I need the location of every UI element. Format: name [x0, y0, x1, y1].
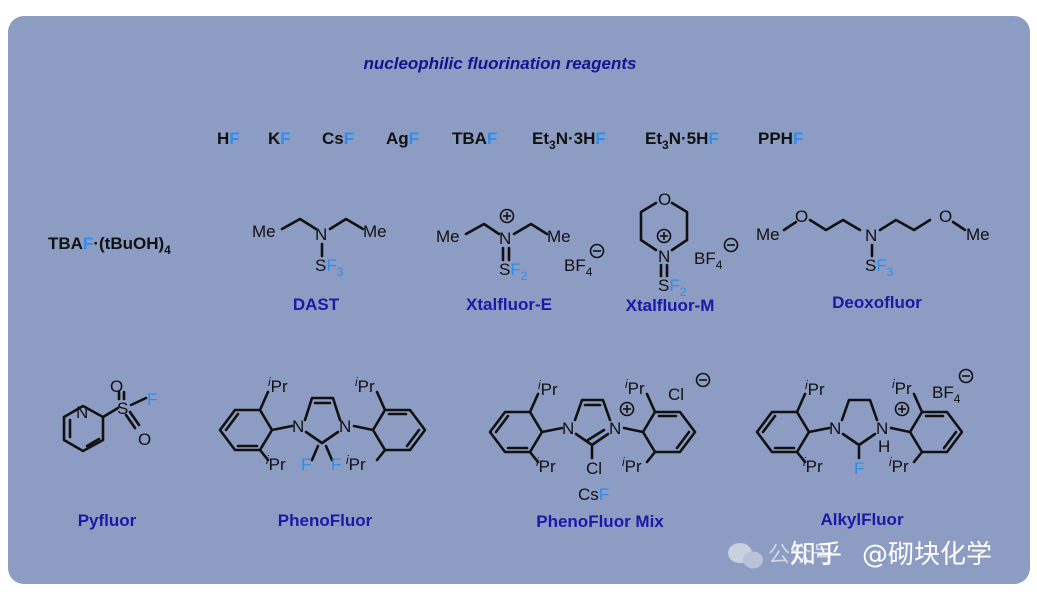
svg-text:Me: Me	[363, 222, 387, 241]
svg-text:公众号: 公众号	[768, 543, 834, 568]
svg-text:iPr: iPr	[266, 453, 286, 474]
svg-text:N: N	[315, 225, 327, 244]
reagent-hf: HF	[217, 129, 240, 148]
svg-text:O: O	[110, 377, 123, 396]
background-panel	[8, 16, 1030, 584]
svg-text:iPr: iPr	[892, 377, 912, 398]
svg-text:Cl: Cl	[668, 385, 684, 404]
structure-phenofluor: iPr iPr N N F F iPr iPr	[218, 375, 427, 474]
svg-text:Me: Me	[547, 227, 571, 246]
svg-text:iPr: iPr	[889, 455, 909, 476]
svg-text:Me: Me	[252, 222, 276, 241]
structure-dast: Me N Me SF3	[252, 217, 387, 279]
svg-text:TBAF: TBAF	[452, 129, 497, 148]
figure-title: nucleophilic fluorination reagents	[364, 54, 637, 73]
svg-text:N: N	[292, 417, 304, 436]
svg-text:iPr: iPr	[622, 455, 642, 476]
svg-text:N: N	[562, 419, 574, 438]
svg-text:SF2: SF2	[499, 260, 528, 283]
svg-text:iPr: iPr	[625, 377, 645, 398]
svg-text:O: O	[795, 207, 808, 226]
svg-text:iPr: iPr	[803, 455, 823, 476]
structure-alkylfluor: iPr iPr N N H F iPr iPr BF4	[755, 368, 974, 478]
svg-text:iPr: iPr	[805, 378, 825, 399]
label-alkylfluor: AlkylFluor	[820, 510, 904, 529]
reagent-et3n-3hf: Et3N·3HF	[532, 129, 606, 152]
reagent-agf: AgF	[386, 129, 419, 148]
svg-text:BF4: BF4	[564, 256, 593, 279]
svg-text:F: F	[331, 455, 341, 474]
reagent-et3n-5hf: Et3N·5HF	[645, 129, 719, 152]
svg-text:iPr: iPr	[536, 455, 556, 476]
label-deoxofluor: Deoxofluor	[832, 293, 922, 312]
svg-text:HF: HF	[217, 129, 240, 148]
svg-text:N: N	[339, 417, 351, 436]
reagent-pphf: PPHF	[758, 129, 803, 148]
structure-deoxofluor: Me O N O Me SF3	[756, 207, 990, 279]
reagent-tbaf: TBAF	[452, 129, 497, 148]
svg-text:Me: Me	[756, 225, 780, 244]
svg-text:TBAF·(tBuOH)4: TBAF·(tBuOH)4	[48, 234, 171, 257]
svg-text:@砌块化学: @砌块化学	[862, 540, 992, 570]
svg-text:N: N	[876, 419, 888, 438]
structure-phenofluor-mix: iPr iPr N N Cl iPr iPr Cl CsF	[488, 372, 711, 504]
svg-text:CsF: CsF	[578, 485, 609, 504]
label-dast: DAST	[293, 295, 340, 314]
reagent-csf: CsF	[322, 129, 354, 148]
svg-text:F: F	[301, 455, 311, 474]
svg-text:AgF: AgF	[386, 129, 419, 148]
svg-text:N: N	[658, 247, 670, 266]
svg-text:iPr: iPr	[538, 378, 558, 399]
svg-text:F: F	[147, 390, 157, 409]
svg-text:O: O	[138, 430, 151, 449]
svg-text:Cl: Cl	[586, 459, 602, 478]
svg-text:KF: KF	[268, 129, 291, 148]
svg-text:SF3: SF3	[315, 256, 344, 279]
svg-text:N: N	[76, 403, 88, 422]
structure-xtalfluor-m: O N SF2 BF4	[639, 190, 739, 299]
svg-text:F: F	[854, 459, 864, 478]
svg-text:Et3N·3HF: Et3N·3HF	[532, 129, 606, 152]
svg-text:iPr: iPr	[268, 375, 288, 396]
svg-text:iPr: iPr	[346, 453, 366, 474]
label-xtalfluor-m: Xtalfluor-M	[626, 296, 715, 315]
watermark: 公众号 知乎 @砌块化学	[728, 540, 992, 570]
label-xtalfluor-e: Xtalfluor-E	[466, 295, 552, 314]
svg-text:N: N	[865, 226, 877, 245]
svg-text:Et3N·5HF: Et3N·5HF	[645, 129, 719, 152]
reagent-kf: KF	[268, 129, 291, 148]
svg-text:SF3: SF3	[865, 256, 894, 279]
svg-text:知乎: 知乎	[790, 540, 842, 570]
wechat-icon	[728, 543, 763, 569]
svg-text:PPHF: PPHF	[758, 129, 803, 148]
svg-text:O: O	[658, 190, 671, 209]
label-phenofluor: PhenoFluor	[278, 511, 373, 530]
label-phenofluor-mix: PhenoFluor Mix	[536, 512, 664, 531]
svg-text:H: H	[878, 437, 890, 456]
svg-text:CsF: CsF	[322, 129, 354, 148]
svg-text:BF4: BF4	[932, 383, 961, 406]
svg-text:N: N	[499, 229, 511, 248]
structure-xtalfluor-e: Me N Me SF2 BF4	[436, 208, 605, 283]
svg-text:Me: Me	[436, 227, 460, 246]
svg-text:iPr: iPr	[355, 375, 375, 396]
svg-text:S: S	[117, 399, 128, 418]
structure-pyfluor: N S O O F	[62, 377, 157, 453]
svg-text:O: O	[939, 207, 952, 226]
reagent-tbaf-tbuoh: TBAF·(tBuOH)4	[48, 234, 171, 257]
svg-text:N: N	[829, 419, 841, 438]
svg-text:SF2: SF2	[658, 276, 687, 299]
svg-text:BF4: BF4	[694, 249, 723, 272]
label-pyfluor: Pyfluor	[78, 511, 137, 530]
svg-text:Me: Me	[966, 225, 990, 244]
svg-text:N: N	[609, 419, 621, 438]
